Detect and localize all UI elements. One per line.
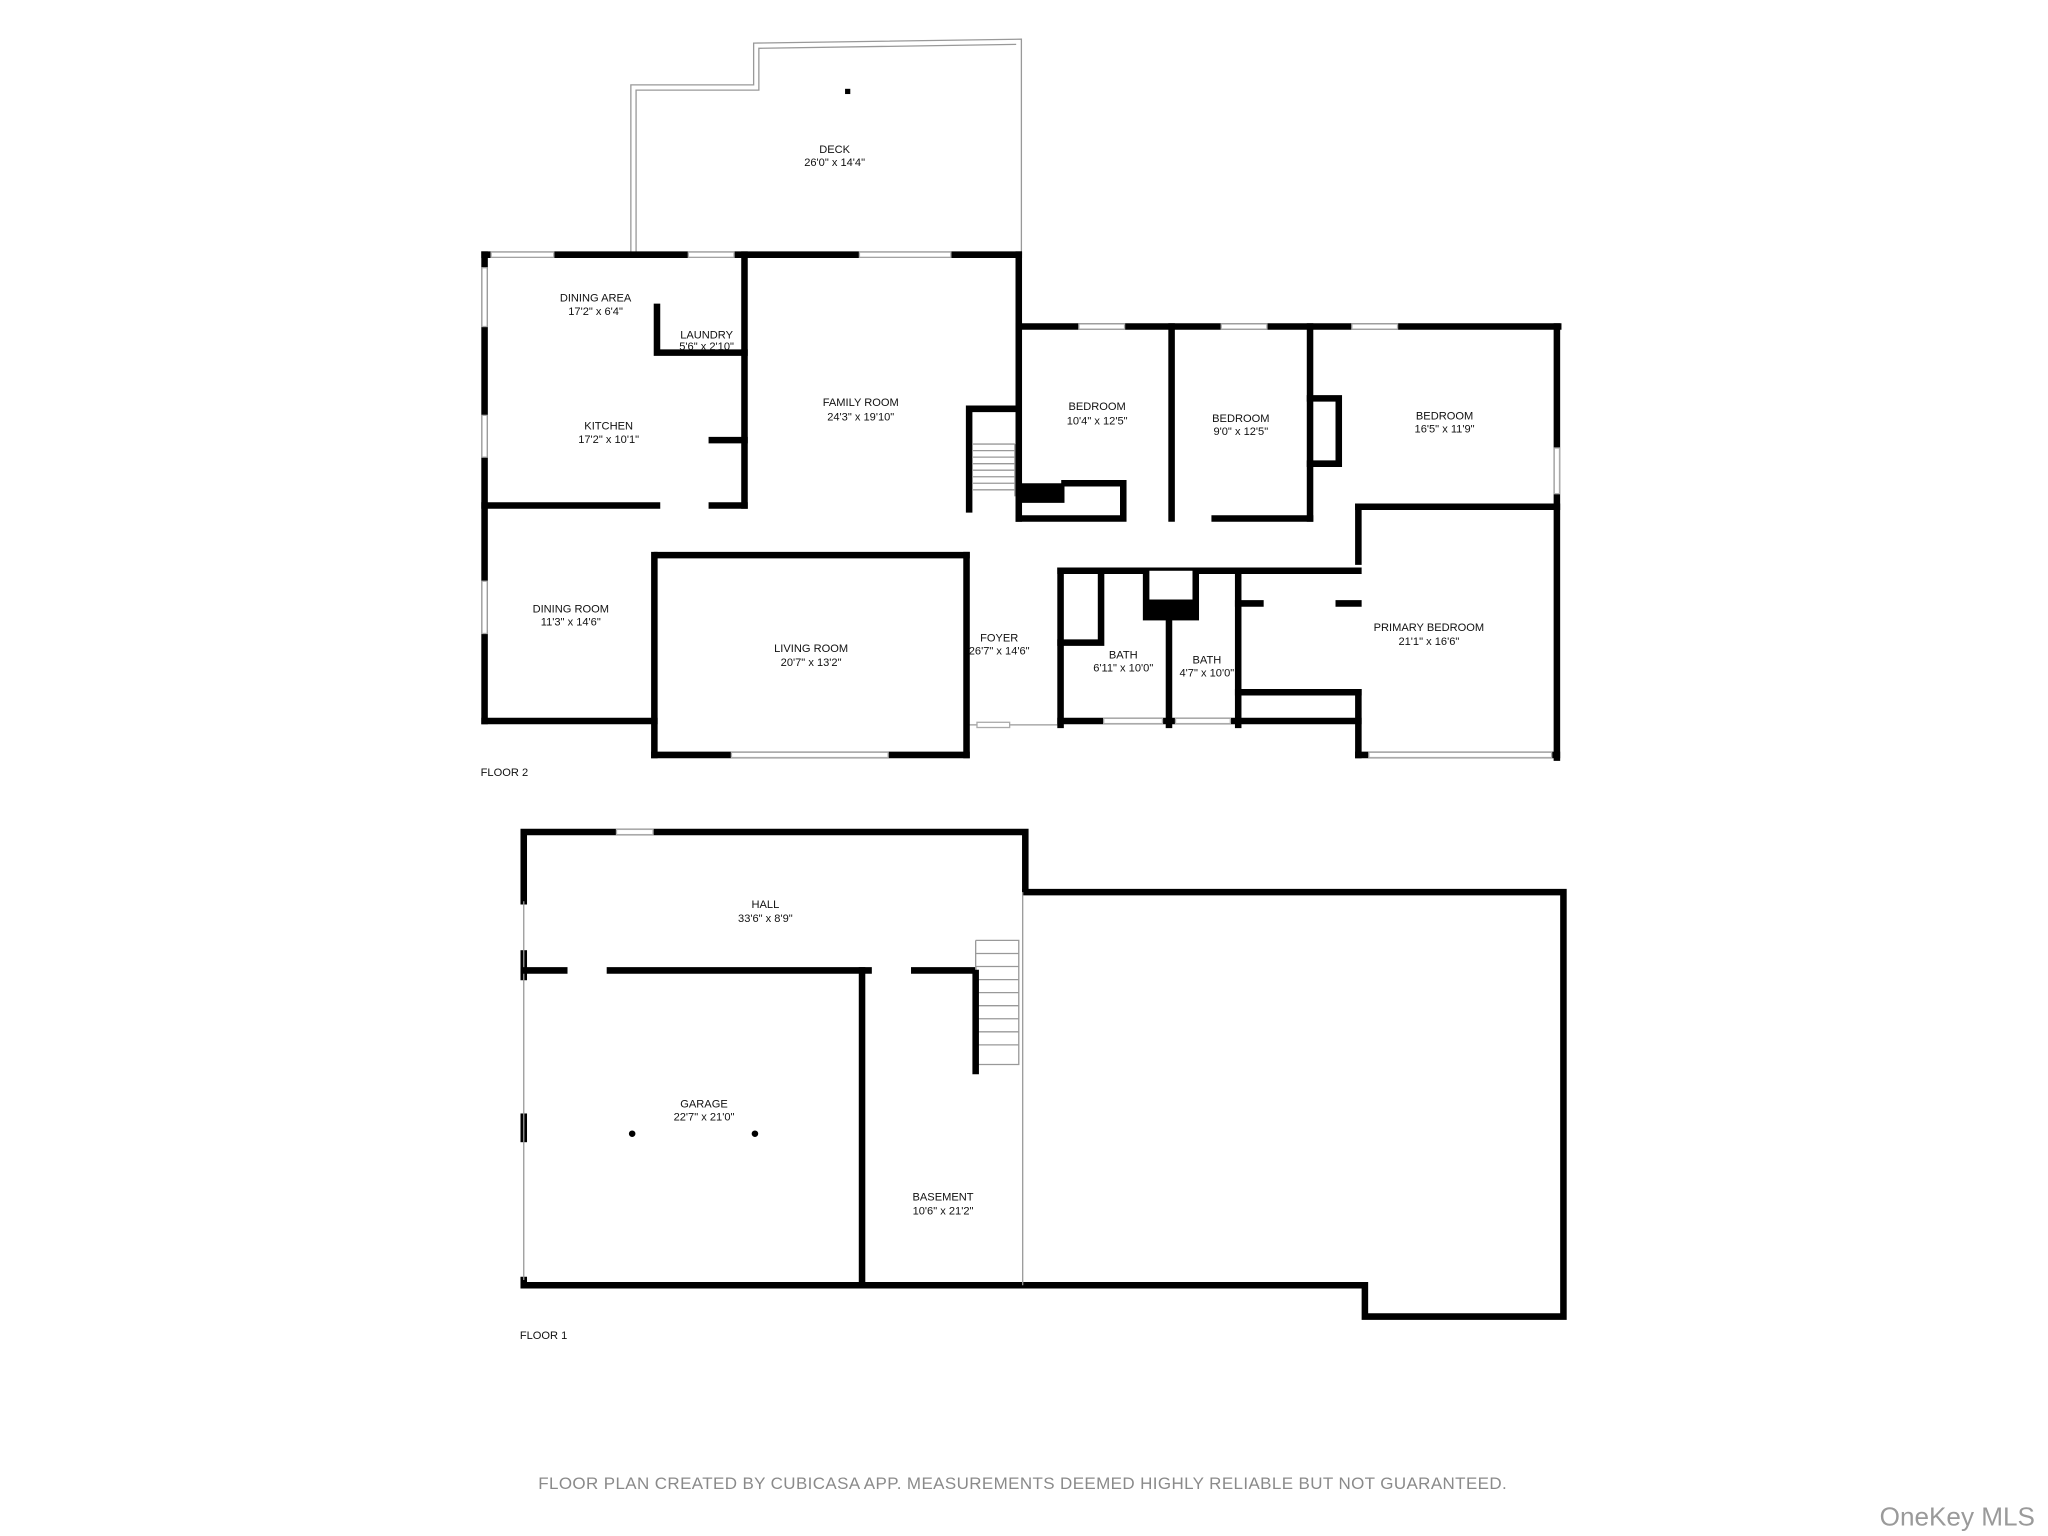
floor1-stairs (972, 939, 1020, 1075)
svg-text:16'5" x 11'9": 16'5" x 11'9" (1415, 423, 1475, 435)
room-living-room: LIVING ROOM 20'7" x 13'2" (774, 643, 848, 669)
svg-text:LIVING ROOM: LIVING ROOM (774, 643, 848, 655)
svg-text:DECK: DECK (819, 144, 850, 156)
svg-text:PRIMARY BEDROOM: PRIMARY BEDROOM (1374, 622, 1485, 634)
svg-text:33'6" x 8'9": 33'6" x 8'9" (738, 913, 793, 925)
room-primary-bedroom: PRIMARY BEDROOM 21'1" x 16'6" (1374, 622, 1485, 648)
watermark-logo: OneKey MLS (1880, 1502, 2035, 1532)
svg-text:DINING AREA: DINING AREA (560, 293, 632, 305)
svg-text:6'11" x 10'0": 6'11" x 10'0" (1093, 662, 1153, 674)
svg-text:FOYER: FOYER (980, 632, 1018, 644)
svg-text:BEDROOM: BEDROOM (1416, 410, 1473, 422)
svg-text:5'6" x 2'10": 5'6" x 2'10" (679, 341, 734, 353)
svg-text:KITCHEN: KITCHEN (584, 421, 633, 433)
svg-text:DINING ROOM: DINING ROOM (533, 604, 609, 616)
floor2-stairs (973, 443, 1016, 497)
svg-text:FAMILY ROOM: FAMILY ROOM (823, 397, 899, 409)
footer-disclaimer: FLOOR PLAN CREATED BY CUBICASA APP. MEAS… (538, 1474, 1507, 1493)
svg-text:10'6" x 21'2": 10'6" x 21'2" (913, 1206, 974, 1218)
svg-text:11'3" x 14'6": 11'3" x 14'6" (541, 617, 601, 629)
svg-text:BATH: BATH (1109, 649, 1138, 661)
svg-text:4'7" x 10'0": 4'7" x 10'0" (1180, 668, 1235, 680)
svg-text:LAUNDRY: LAUNDRY (680, 329, 733, 341)
floor2-windows (481, 251, 1561, 759)
floor2-label: FLOOR 2 (481, 767, 528, 779)
svg-text:9'0" x 12'5": 9'0" x 12'5" (1213, 426, 1268, 438)
svg-text:10'4" x 12'5": 10'4" x 12'5" (1067, 415, 1128, 427)
svg-text:HALL: HALL (752, 899, 780, 911)
floor2-walls (481, 251, 1562, 761)
svg-text:17'2" x 10'1": 17'2" x 10'1" (578, 434, 639, 446)
svg-text:BATH: BATH (1192, 655, 1221, 667)
svg-text:BASEMENT: BASEMENT (913, 1191, 974, 1203)
room-bedroom-1: BEDROOM 10'4" x 12'5" (1067, 401, 1128, 427)
room-basement: BASEMENT 10'6" x 21'2" (913, 1191, 974, 1217)
svg-text:21'1" x 16'6": 21'1" x 16'6" (1398, 636, 1459, 648)
svg-text:20'7" x 13'2": 20'7" x 13'2" (781, 657, 842, 669)
room-hall: HALL 33'6" x 8'9" (738, 899, 793, 925)
svg-text:22'7" x 21'0": 22'7" x 21'0" (674, 1112, 735, 1124)
svg-text:BEDROOM: BEDROOM (1068, 401, 1125, 413)
floor1-label: FLOOR 1 (520, 1330, 567, 1342)
svg-text:24'3" x 19'10": 24'3" x 19'10" (827, 412, 894, 424)
svg-text:26'0" x 14'4": 26'0" x 14'4" (804, 157, 865, 169)
room-family-room: FAMILY ROOM 24'3" x 19'10" (823, 397, 899, 423)
svg-text:GARAGE: GARAGE (680, 1099, 727, 1111)
svg-text:17'2" x 6'4": 17'2" x 6'4" (568, 306, 623, 318)
deck-outline (630, 38, 1023, 255)
svg-text:BEDROOM: BEDROOM (1212, 413, 1269, 425)
svg-text:26'7" x 14'6": 26'7" x 14'6" (969, 645, 1030, 657)
floor1-walls (520, 828, 1567, 1320)
